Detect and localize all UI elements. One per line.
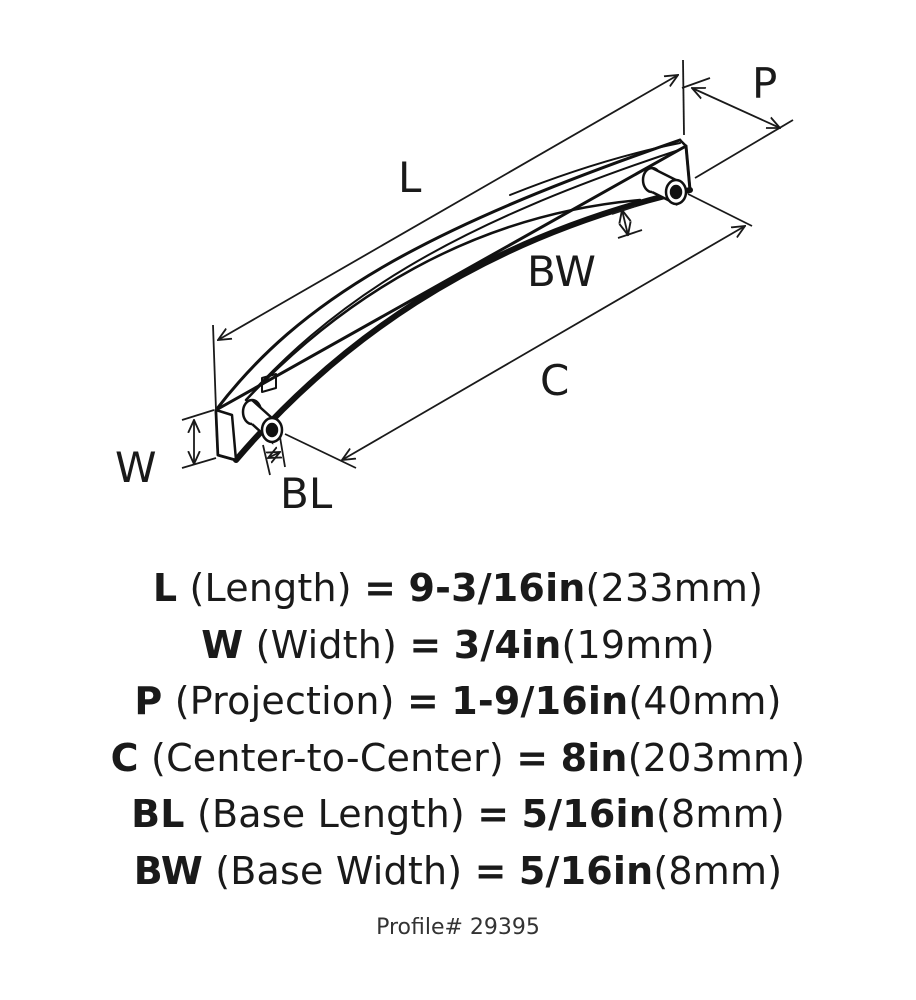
spec-name: (Width): [255, 622, 398, 667]
spec-width: W (Width) = 3/4in(19mm): [0, 617, 916, 674]
spec-metric: (8mm): [653, 848, 783, 893]
spec-value: 1-9/16in: [451, 679, 629, 723]
left-base-post: [241, 398, 284, 445]
spec-metric: (19mm): [561, 622, 715, 667]
base-length-dimension-line: [268, 452, 280, 458]
label-BL: BL: [280, 469, 333, 518]
handle-right-end: [678, 138, 692, 192]
spec-equals: =: [364, 566, 397, 610]
spec-equals: =: [409, 622, 442, 667]
spec-value: 8in: [560, 735, 628, 780]
spec-abbr: BL: [131, 792, 185, 836]
label-BW: BW: [527, 247, 596, 296]
spec-abbr: C: [110, 735, 139, 780]
profile-number: Profile# 29395: [376, 915, 540, 940]
spec-name: (Base Length): [196, 792, 465, 836]
label-P: P: [752, 59, 777, 108]
spec-abbr: L: [152, 566, 178, 610]
spec-projection: P (Projection) = 1-9/16in(40mm): [0, 673, 916, 730]
spec-abbr: W: [201, 622, 244, 667]
spec-center-to-center: C (Center-to-Center) = 8in(203mm): [0, 730, 916, 787]
spec-name: (Projection): [174, 679, 395, 723]
dimension-specs-list: L (Length) = 9-3/16in(233mm) W (Width) =…: [0, 560, 916, 899]
spec-equals: =: [477, 792, 510, 836]
center-to-center-dimension-line: [342, 226, 745, 460]
spec-metric: (233mm): [585, 566, 764, 610]
length-dimension-line: [218, 75, 678, 340]
handle-front-face: [214, 144, 692, 462]
spec-value: 3/4in: [453, 622, 562, 667]
spec-abbr: P: [134, 679, 163, 723]
base-width-dimension-line: [622, 210, 628, 235]
spec-value: 5/16in: [518, 848, 654, 893]
projection-dimension-line: [692, 88, 780, 128]
spec-equals: =: [406, 679, 439, 723]
label-L: L: [398, 153, 422, 202]
handle-end-detail: [261, 373, 277, 393]
spec-length: L (Length) = 9-3/16in(233mm): [0, 560, 916, 617]
spec-metric: (40mm): [628, 679, 782, 723]
spec-name: (Base Width): [215, 848, 463, 893]
spec-value: 5/16in: [521, 792, 656, 836]
handle-left-end: [214, 408, 238, 462]
spec-metric: (8mm): [656, 792, 785, 836]
spec-equals: =: [474, 848, 507, 893]
handle-bottom-edge: [233, 187, 693, 463]
spec-metric: (203mm): [627, 735, 806, 780]
spec-name: (Length): [189, 566, 352, 610]
spec-base-length: BL (Base Length) = 5/16in(8mm): [0, 786, 916, 843]
handle-dimension-drawing: L P BW C W BL: [115, 59, 794, 518]
spec-value: 9-3/16in: [408, 566, 586, 610]
label-W: W: [115, 443, 157, 492]
spec-base-width: BW (Base Width) = 5/16in(8mm): [0, 843, 916, 900]
label-C: C: [540, 356, 569, 405]
spec-abbr: BW: [133, 848, 203, 893]
spec-name: (Center-to-Center): [151, 735, 504, 780]
spec-equals: =: [516, 735, 549, 780]
dimension-lines: [181, 59, 794, 476]
